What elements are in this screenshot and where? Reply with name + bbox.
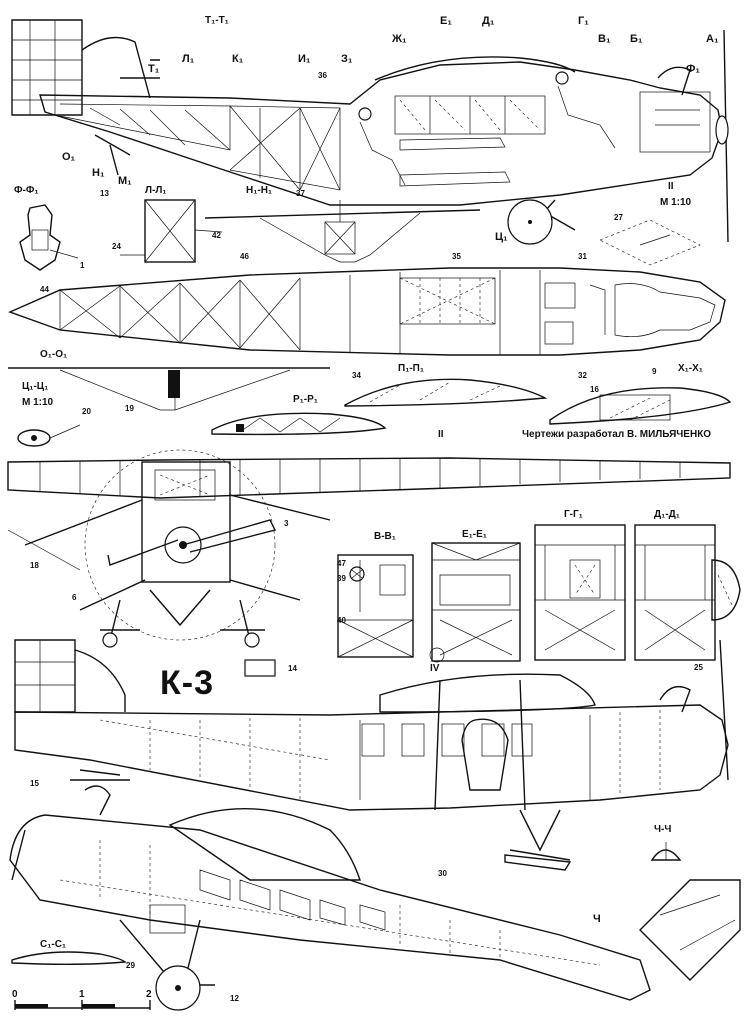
aircraft-title: К-3 (160, 664, 214, 702)
section-title-r: Р₁-Р₁ (293, 394, 318, 405)
detail-title-iv: IV (430, 663, 440, 674)
part-number-37: 37 (296, 189, 305, 198)
detail-ii-small (599, 219, 701, 266)
section-mark-ch: Ч (593, 913, 601, 925)
side-view-exterior (14, 639, 729, 871)
part-number-46: 46 (240, 252, 249, 261)
part-number-44: 44 (40, 285, 49, 294)
section-mark-f: Ф₁ (686, 63, 700, 75)
section-mark-o: О₁ (62, 151, 76, 163)
section-mark-b: Б₁ (630, 33, 643, 45)
section-f-view (19, 204, 79, 271)
scale-bar (14, 1000, 151, 1010)
part-number-15: 15 (30, 779, 39, 788)
part-number-25: 25 (694, 663, 703, 672)
part-number-32: 32 (578, 371, 587, 380)
section-l-view (120, 199, 223, 263)
section-title-v: В-В₁ (374, 531, 396, 542)
section-n-view (204, 200, 481, 263)
section-title-e: Е₁-Е₁ (462, 529, 487, 540)
section-title-f: Ф-Ф₁ (14, 185, 39, 196)
part-number-34: 34 (352, 371, 361, 380)
part-number-29: 29 (126, 961, 135, 970)
section-title-p: П₁-П₁ (398, 363, 424, 374)
part-number-9: 9 (652, 367, 657, 376)
scale-label-0: 0 (12, 989, 18, 1000)
section-d-view (634, 524, 741, 661)
part-number-14: 14 (288, 664, 297, 673)
section-mark-l: Л₁ (182, 53, 195, 65)
part-number-13: 13 (100, 189, 109, 198)
section-ts-view (17, 424, 81, 447)
detail-title-ii-front: II (438, 429, 444, 440)
drawing-credit: Чертежи разработал В. МИЛЬЯЧЕНКО (522, 429, 712, 440)
part-number-39: 39 (337, 574, 346, 583)
section-mark-e: Е₁ (440, 15, 452, 27)
part-number-36: 36 (318, 71, 327, 80)
section-x-airfoil (549, 387, 732, 425)
part-number-40: 40 (337, 616, 346, 625)
section-title-s: С₁-С₁ (40, 939, 67, 950)
section-g-view (534, 524, 626, 661)
section-mark-t: Т₁ (148, 63, 160, 75)
part-number-16: 16 (590, 385, 599, 394)
part-number-1: 1 (80, 261, 85, 270)
part-number-24: 24 (112, 242, 121, 251)
section-mark-m: М₁ (118, 175, 132, 187)
section-mark-zh: Ж₁ (392, 33, 407, 45)
section-e-view (431, 542, 521, 662)
perspective-view (9, 785, 741, 1011)
part-number-47: 47 (337, 559, 346, 568)
part-number-20: 20 (82, 407, 91, 416)
section-r-airfoil (211, 412, 387, 436)
section-title-n: Н₁-Н₁ (246, 185, 273, 196)
section-mark-k: К₁ (232, 53, 244, 65)
section-mark-z: З₁ (341, 53, 353, 65)
section-o-view (8, 367, 330, 411)
part-number-6: 6 (72, 593, 77, 602)
part-number-3: 3 (284, 519, 289, 528)
section-title-g: Г-Г₁ (564, 509, 583, 520)
section-title-t: Т₁-Т₁ (205, 15, 229, 26)
detail-scale-ii: М 1:10 (660, 197, 692, 208)
section-mark-n: Н₁ (92, 167, 105, 179)
section-title-o: О₁-О₁ (40, 349, 68, 360)
section-ch-view (650, 842, 682, 861)
section-s-airfoil (11, 951, 127, 965)
scale-label-1: 1 (79, 989, 85, 1000)
fuselage-plan-view (8, 267, 726, 356)
section-mark-v: В₁ (598, 33, 611, 45)
section-title-ts: Ц₁-Ц₁ (22, 381, 49, 392)
part-number-30: 30 (438, 869, 447, 878)
section-title-l: Л-Л₁ (145, 185, 167, 196)
side-view-cutaway (11, 19, 729, 245)
section-title-ch: Ч-Ч (654, 824, 672, 835)
section-mark-i: И₁ (298, 53, 311, 65)
part-number-19: 19 (125, 404, 134, 413)
scale-label-2: 2 (146, 989, 152, 1000)
part-number-31: 31 (578, 252, 587, 261)
section-title-x: Х₁-Х₁ (678, 363, 703, 374)
section-title-dd: Д₁-Д₁ (654, 509, 680, 520)
section-p-airfoil (344, 378, 548, 407)
part-number-42: 42 (212, 231, 221, 240)
part-number-12: 12 (230, 994, 239, 1003)
part-number-27: 27 (614, 213, 623, 222)
part-number-35: 35 (452, 252, 461, 261)
section-mark-g: Г₁ (578, 15, 589, 27)
part-number-18: 18 (30, 561, 39, 570)
section-mark-ts: Ц₁ (495, 231, 508, 243)
front-view (7, 449, 731, 677)
section-mark-d: Д₁ (482, 15, 495, 27)
detail-title-ii: II (668, 181, 674, 192)
section-scale-ts: М 1:10 (22, 397, 54, 408)
section-mark-a: А₁ (706, 33, 719, 45)
section-v-view (337, 554, 445, 663)
